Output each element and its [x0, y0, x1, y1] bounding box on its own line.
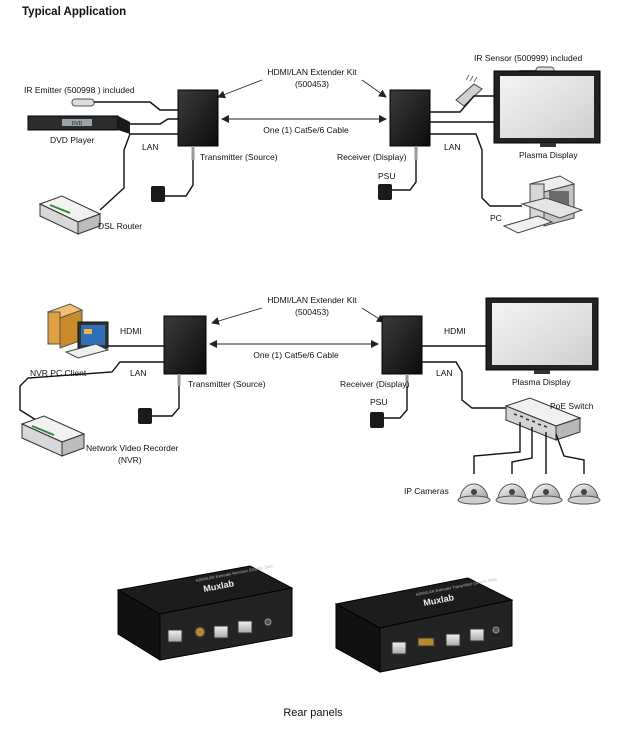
nvr-device — [20, 415, 86, 457]
camera-cable-2 — [511, 427, 533, 474]
extender-unit-right: Muxlab HDMI/LAN Extender Transmitter (So… — [334, 576, 514, 673]
transmitter-box — [177, 89, 219, 147]
diagram-bottom: HDMI/LAN Extender Kit (500453) One (1) C… — [19, 295, 601, 505]
kit-arrow-right — [361, 79, 387, 98]
nvr-label-1: Network Video Recorder — [86, 443, 179, 453]
dvd-label: DVD Player — [50, 135, 95, 145]
poe-switch-label: PoE Switch — [550, 401, 594, 411]
lan-left-cable-2 — [19, 361, 164, 421]
camera-cable-4 — [555, 433, 585, 474]
transmitter-label: Transmitter (Source) — [200, 152, 278, 162]
lan-left-label-2: LAN — [130, 368, 147, 378]
rx-psu-cable — [392, 160, 417, 191]
rx-psu-cable-2 — [384, 386, 408, 419]
dvd-player: DVD — [27, 115, 130, 134]
left-rj45-port-1 — [167, 629, 183, 643]
transmitter-box-2 — [163, 315, 207, 375]
extender-unit-left: Muxlab HDMI/LAN Extender Receiver (Displ… — [116, 563, 294, 661]
ir-sensor-label: IR Sensor (500999) included — [474, 53, 582, 63]
lan-right-label-2: LAN — [436, 368, 453, 378]
pc-label: PC — [490, 213, 502, 223]
dvd-hdmi-cable — [130, 118, 178, 125]
tx-psu-2 — [138, 408, 152, 424]
kit-arrow-right-2 — [361, 307, 385, 323]
hdmi-right-label: HDMI — [444, 326, 466, 336]
psu-label-2: PSU — [370, 397, 387, 407]
receiver-box-2 — [381, 315, 423, 375]
cable-label-2: One (1) Cat5e/6 Cable — [253, 350, 339, 360]
page-title: Typical Application — [22, 6, 127, 18]
ir-emitter-icon — [71, 98, 95, 107]
rx-psu-2 — [370, 412, 384, 428]
kit-label: HDMI/LAN Extender Kit — [267, 67, 357, 77]
tx-psu-cable-2 — [152, 386, 180, 417]
pc-computer — [502, 175, 584, 234]
nvr-pc-client — [46, 303, 110, 359]
plasma-display — [493, 70, 601, 147]
left-ir-jack — [194, 626, 206, 638]
dvd-screen-text: DVD — [72, 121, 83, 127]
lan-right-label: LAN — [444, 142, 461, 152]
kit-arrow-left-2 — [211, 307, 263, 325]
kit-part: (500453) — [295, 79, 329, 89]
nvr-label-2: (NVR) — [118, 455, 142, 465]
left-rj45-port-2 — [213, 625, 229, 639]
remote-control-icon — [455, 74, 483, 107]
lan-right-cable-2 — [422, 361, 508, 409]
left-power-jack — [264, 618, 272, 626]
right-power-jack — [492, 626, 500, 634]
lan-right-cable — [430, 133, 522, 207]
ip-camera-1 — [457, 483, 491, 505]
right-rj45-port-2 — [445, 633, 461, 647]
dsl-router-label: DSL Router — [98, 221, 142, 231]
receiver-box — [389, 89, 431, 147]
psu-label: PSU — [378, 171, 395, 181]
plasma-label: Plasma Display — [519, 150, 578, 160]
plasma-display-2 — [485, 297, 599, 374]
cable-label: One (1) Cat5e/6 Cable — [263, 125, 349, 135]
kit-label-2: HDMI/LAN Extender Kit — [267, 295, 357, 305]
transmitter-label-2: Transmitter (Source) — [188, 379, 266, 389]
diagram-top: HDMI/LAN Extender Kit (500453) One (1) C… — [24, 53, 601, 235]
kit-arrow-left — [217, 79, 263, 99]
receiver-label-2: Receiver (Display) — [340, 379, 410, 389]
plasma-label-2: Plasma Display — [512, 377, 571, 387]
dsl-router — [38, 195, 102, 235]
lan-left-label: LAN — [142, 142, 159, 152]
ir-emitter-cable — [94, 101, 178, 111]
ip-camera-4 — [567, 483, 601, 505]
receiver-label: Receiver (Display) — [337, 152, 407, 162]
ip-cameras-label: IP Cameras — [404, 486, 449, 496]
rear-panels-photo: Muxlab HDMI/LAN Extender Receiver (Displ… — [116, 563, 514, 673]
poe-switch — [504, 397, 582, 441]
right-hdmi-port — [417, 637, 435, 647]
kit-part-2: (500453) — [295, 307, 329, 317]
right-rj45-port-3 — [469, 628, 485, 642]
camera-cable-1 — [473, 422, 521, 474]
rx-psu — [378, 184, 392, 200]
lan-left-cable — [99, 133, 178, 211]
nvr-pc-label: NVR PC Client — [30, 368, 87, 378]
hdmi-left-label: HDMI — [120, 326, 142, 336]
tx-psu — [151, 186, 165, 202]
ip-camera-2 — [495, 483, 529, 505]
photo-caption: Rear panels — [283, 707, 343, 719]
tx-psu-cable — [165, 160, 194, 197]
left-rj45-port-3 — [237, 620, 253, 634]
right-rj45-port-1 — [391, 641, 407, 655]
ip-camera-3 — [529, 483, 563, 505]
ir-emitter-label: IR Emitter (500998 ) included — [24, 85, 135, 95]
